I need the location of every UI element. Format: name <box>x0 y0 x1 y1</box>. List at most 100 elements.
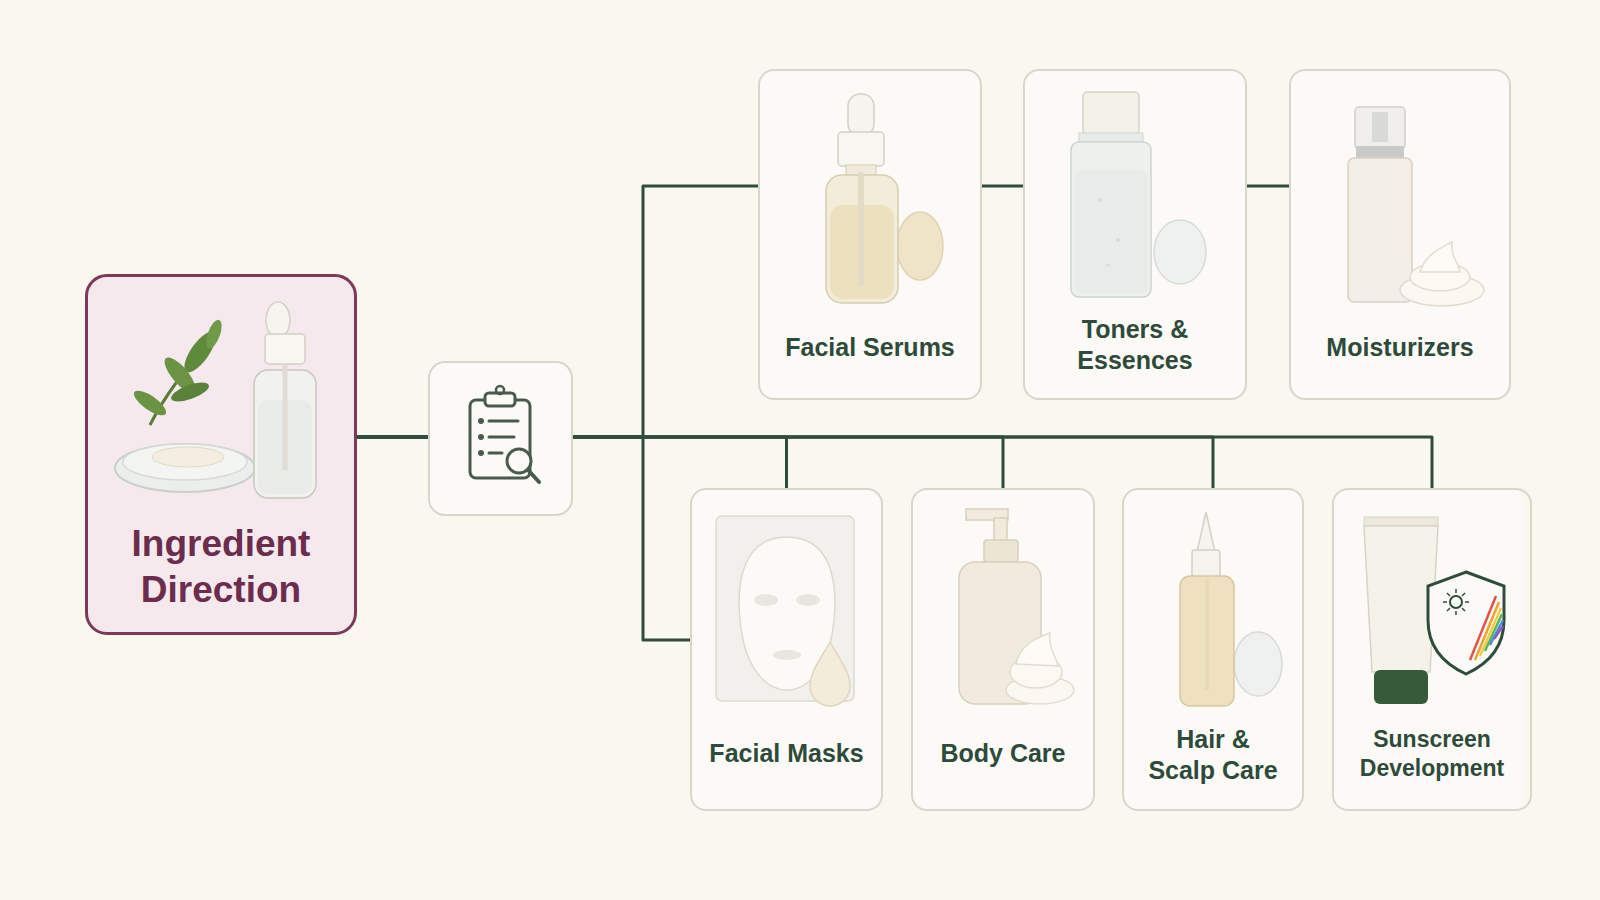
sunscreen-illustration-part-part <box>1462 593 1465 596</box>
hair-care-illustration-part <box>1197 512 1215 552</box>
source-box: Ingredient Direction <box>85 274 357 635</box>
connector-line <box>357 437 690 640</box>
ingredient-illustration-part <box>130 386 169 419</box>
card-fills-part <box>1289 69 1511 400</box>
sunscreen-illustration-part-part <box>1443 601 1447 603</box>
ingredient-illustration-part <box>266 302 290 338</box>
review-icon-box-part <box>496 386 504 394</box>
card-fills-part <box>1122 488 1304 811</box>
category-card: Hair & Scalp Care <box>1122 488 1304 811</box>
review-icon-box-part <box>489 436 514 439</box>
moisturizer-illustration-part <box>1420 242 1460 272</box>
sunscreen-illustration <box>1364 517 1504 704</box>
node-label: Facial Masks <box>697 738 877 769</box>
node-label: Moisturizers <box>1295 332 1505 363</box>
node-label: Toners & Essences <box>1065 314 1205 377</box>
sunscreen-illustration-part-part <box>1494 626 1503 639</box>
node-label: Facial Serums <box>765 332 975 363</box>
moisturizer-illustration-part <box>1355 107 1405 149</box>
review-icon-box-part <box>429 362 572 515</box>
mask-illustration-part <box>810 642 850 706</box>
sunscreen-illustration-part <box>1470 596 1503 660</box>
ingredient-illustration-part <box>203 318 225 350</box>
toner-illustration-part <box>1107 264 1110 267</box>
sunscreen-illustration-part-part <box>1455 611 1457 615</box>
review-icon-box-part <box>489 452 502 455</box>
serum-illustration-part <box>858 175 864 283</box>
card-fills-part <box>690 488 883 811</box>
serum-illustration-part <box>897 212 943 280</box>
body-care-illustration-part <box>984 540 1018 562</box>
category-card: Facial Masks <box>690 488 883 811</box>
review-icon-box-part <box>478 434 484 440</box>
body-care-illustration <box>959 509 1074 704</box>
serum-illustration-part <box>838 132 884 166</box>
card-fills-part <box>911 488 1095 811</box>
toner-illustration-part <box>1071 142 1151 297</box>
toner-illustration-part <box>1075 170 1147 293</box>
hair-care-illustration-part <box>1205 580 1209 690</box>
card-fills <box>85 69 1524 811</box>
hair-care-illustration-part <box>1180 576 1234 706</box>
review-icon-box-part <box>528 470 539 482</box>
hair-care-illustration-part <box>1192 550 1220 578</box>
toner-illustration <box>1071 92 1206 297</box>
sunscreen-illustration-part-part <box>1447 608 1450 611</box>
ingredient-illustration <box>115 302 316 498</box>
sunscreen-illustration-part-part <box>1447 593 1450 596</box>
serum-illustration <box>826 94 943 303</box>
review-icon-box <box>429 362 572 515</box>
sunscreen-illustration-part <box>1443 589 1469 615</box>
category-card: Body Care <box>911 488 1095 811</box>
card-fills-part <box>758 69 982 400</box>
sunscreen-illustration-part <box>1374 670 1428 704</box>
serum-illustration-part <box>826 175 898 303</box>
toner-illustration-part <box>1083 92 1139 134</box>
body-care-illustration-part <box>994 518 1007 542</box>
review-icon-box-part <box>478 450 484 456</box>
node-label: Body Care <box>918 738 1088 769</box>
sunscreen-illustration-part <box>1450 596 1462 608</box>
sunscreen-illustration-part <box>1364 517 1438 526</box>
review-icon-box-part <box>489 420 518 423</box>
toner-illustration-part <box>1154 220 1206 284</box>
connector-line <box>1247 185 1289 188</box>
mask-illustration-part <box>754 594 778 606</box>
category-card: Sunscreen Development <box>1332 488 1532 811</box>
moisturizer-illustration-part <box>1372 112 1388 142</box>
card-fills-part <box>1332 488 1524 811</box>
ingredient-illustration-part <box>169 379 211 406</box>
ingredient-illustration-part <box>115 444 255 492</box>
serum-illustration-part <box>848 94 874 136</box>
hair-care-illustration <box>1180 512 1282 706</box>
node-label: Sunscreen Development <box>1344 725 1520 783</box>
sunscreen-illustration-part-part <box>1465 601 1469 603</box>
ingredient-illustration-part <box>152 447 224 467</box>
card-fills-part <box>1023 69 1247 400</box>
category-card: Facial Serums <box>758 69 982 400</box>
mask-illustration-part <box>773 650 801 660</box>
card-fills-part <box>85 274 357 635</box>
toner-illustration-part <box>1116 238 1120 242</box>
node-label: Ingredient Direction <box>106 521 336 614</box>
category-card: Moisturizers <box>1289 69 1511 400</box>
toner-illustration-part <box>1098 198 1102 202</box>
sunscreen-illustration-part <box>1428 572 1504 674</box>
review-icon-box-part <box>478 418 484 424</box>
hair-care-illustration-part <box>1234 632 1282 696</box>
mask-illustration <box>716 516 854 706</box>
sunscreen-illustration-part-part <box>1462 608 1465 611</box>
category-card: Toners & Essences <box>1023 69 1247 400</box>
connector-line <box>982 185 1023 188</box>
moisturizer-illustration <box>1348 107 1484 306</box>
sunscreen-illustration-part-part <box>1490 620 1503 645</box>
ingredient-illustration-part <box>265 334 305 364</box>
sunscreen-illustration-part-part <box>1455 589 1457 593</box>
mask-illustration-part <box>796 594 820 606</box>
review-icon-box-part <box>470 400 530 478</box>
ingredient-illustration-part <box>283 364 288 470</box>
ingredient-illustration-part <box>123 444 247 480</box>
node-label: Hair & Scalp Care <box>1143 724 1283 787</box>
